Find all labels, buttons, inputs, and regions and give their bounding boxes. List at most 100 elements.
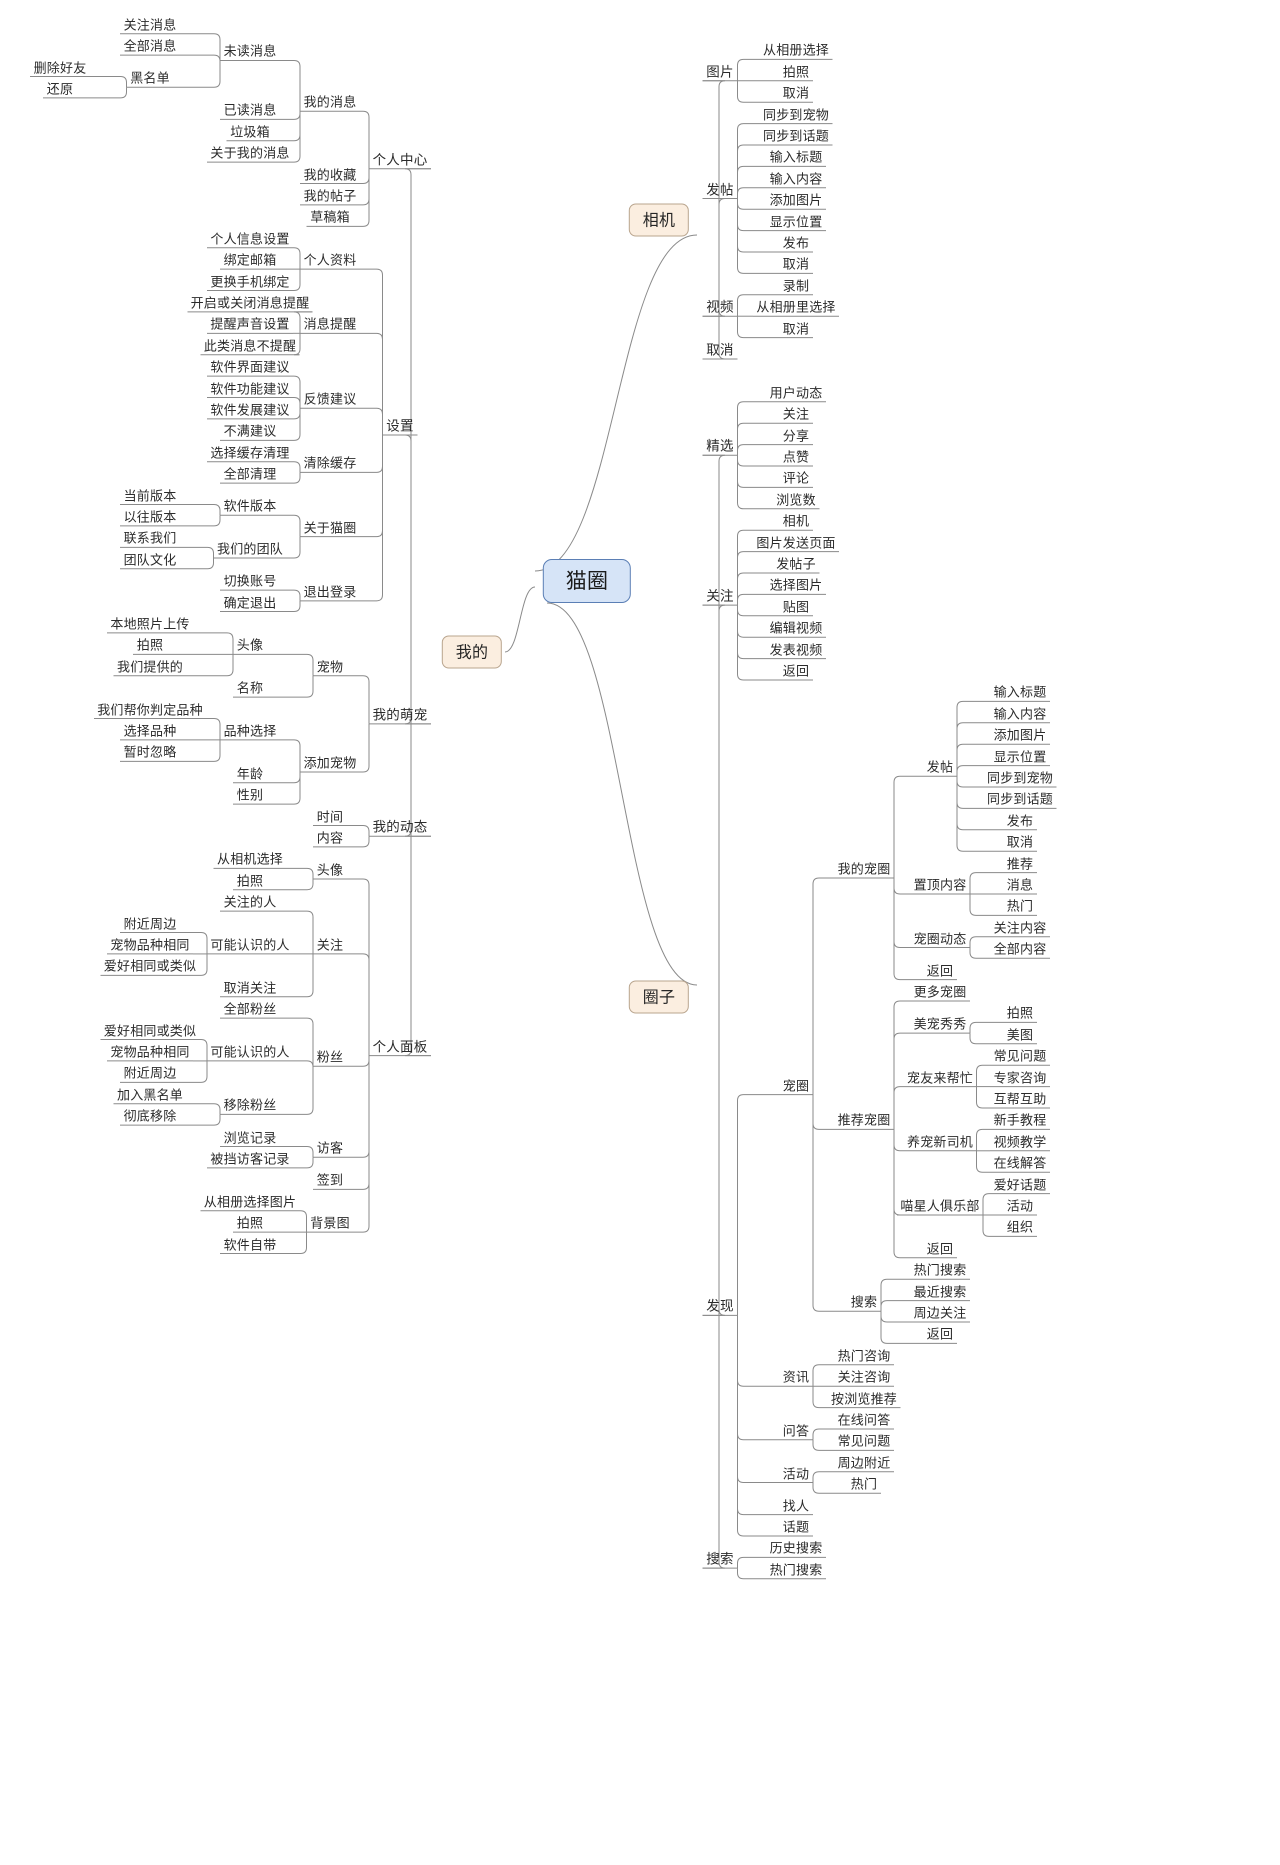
node-E5BC80E590AFE68896E585B3E997ADE6B688E681AFE68F90E98692[interactable]: 开启或关闭消息提醒 — [190, 296, 310, 312]
node-E68B8DE785A7[interactable]: 拍照 — [1006, 1006, 1034, 1022]
branch-camera[interactable]: 相机 — [628, 203, 690, 237]
node-E596B5E6989FE4BABAE4BFB1E4B990E983A8[interactable]: 喵星人俱乐部 — [900, 1199, 980, 1215]
node-E7BDAEE9A1B6E58685E5AEB9[interactable]: 置顶内容 — [913, 878, 967, 894]
node-E585A8E983A8E7B289E4B89D[interactable]: 全部粉丝 — [223, 1002, 277, 1018]
node-E585B3E6B3A8E79A84E4BABA[interactable]: 关注的人 — [223, 895, 277, 911]
node-E585BBE5AEA0E696B0E58FB8E69CBA[interactable]: 养宠新司机 — [906, 1135, 974, 1151]
node-E5A4B4E5838F[interactable]: 头像 — [316, 863, 344, 879]
node-E783ADE997A8[interactable]: 热门 — [1006, 899, 1034, 915]
node-E98089E68BA9E59BBEE78987[interactable]: 选择图片 — [769, 578, 823, 594]
node-E5AEA0E789A9E59381E7A78DE79BB8E5908C[interactable]: 宠物品种相同 — [110, 1045, 190, 1061]
node-E585A8E983A8E58685E5AEB9[interactable]: 全部内容 — [993, 942, 1047, 958]
node-E98089E68BA9E7BC93E5AD98E6B885E79086[interactable]: 选择缓存清理 — [210, 446, 290, 462]
node-E696B0E6898BE69599E7A88B[interactable]: 新手教程 — [993, 1113, 1047, 1129]
node-E788B1E5A5BDE79BB8E5908CE68896E7B1BBE4BCBC[interactable]: 爱好相同或类似 — [103, 959, 197, 975]
node-E58F8DE9A688E5BBBAE8AEAE[interactable]: 反馈建议 — [303, 392, 357, 408]
node-E68891E79A84E694B6E8978F[interactable]: 我的收藏 — [303, 168, 357, 184]
node-E585B3E6B3A8[interactable]: 关注 — [706, 588, 734, 605]
node-E5AEA0E58F8BE69DA5E5B8AEE5BF99[interactable]: 宠友来帮忙 — [906, 1071, 974, 1087]
node-E689BEE4BABA[interactable]: 找人 — [782, 1499, 810, 1515]
node-E69A82E697B6E5BFBDE795A5[interactable]: 暂时忽略 — [123, 745, 177, 761]
node-E5B8B8E8A781E997AEE9A298[interactable]: 常见问题 — [993, 1049, 1047, 1065]
node-E8BDAFE4BBB6E7958CE99DA2E5BBBAE8AEAE[interactable]: 软件界面建议 — [210, 360, 290, 376]
node-E585B3E4BA8EE78CABE59C88[interactable]: 关于猫圈 — [303, 521, 357, 537]
node-E4BA92E5B8AEE4BA92E58AA9[interactable]: 互帮互助 — [993, 1092, 1047, 1108]
branch-circle[interactable]: 圈子 — [628, 980, 690, 1014]
node-E58F96E6B688[interactable]: 取消 — [782, 322, 810, 338]
node-E58F96E6B688E585B3E6B3A8[interactable]: 取消关注 — [223, 981, 277, 997]
node-E697B6E997B4[interactable]: 时间 — [316, 810, 344, 826]
node-E8BDAFE4BBB6E78988E69CAC[interactable]: 软件版本 — [223, 499, 277, 515]
node-E58F91E5B896E5AD90[interactable]: 发帖子 — [776, 557, 816, 573]
node-E4BB8EE79BB8E5868CE98089E68BA9[interactable]: 从相册选择 — [762, 43, 830, 59]
node-E783ADE997A8[interactable]: 热门 — [850, 1477, 878, 1493]
node-E58F91E78EB0[interactable]: 发现 — [706, 1298, 734, 1315]
node-E783ADE997A8E6909CE7B4A2[interactable]: 热门搜索 — [769, 1563, 823, 1579]
node-E7BE8EE59BBE[interactable]: 美图 — [1006, 1028, 1034, 1044]
node-E88D89E7A8BFE7AEB1[interactable]: 草稿箱 — [310, 210, 350, 226]
node-E59CA8E7BABFE997AEE7AD94[interactable]: 在线问答 — [837, 1413, 891, 1429]
node-E997AEE7AD94[interactable]: 问答 — [782, 1424, 810, 1440]
node-E585B3E6B3A8E58685E5AEB9[interactable]: 关注内容 — [993, 921, 1047, 937]
node-E8BE93E585A5E6A087E9A298[interactable]: 输入标题 — [993, 685, 1047, 701]
node-E6909CE7B4A2[interactable]: 搜索 — [850, 1295, 878, 1311]
node-E4B8AAE4BABAE8B584E69699[interactable]: 个人资料 — [303, 253, 357, 269]
node-E8B584E8AEAF[interactable]: 资讯 — [782, 1370, 810, 1386]
node-E585B3E4BA8EE68891E79A84E6B688E681AF[interactable]: 关于我的消息 — [210, 146, 290, 162]
node-E788B1E5A5BDE79BB8E5908CE68896E7B1BBE4BCBC[interactable]: 爱好相同或类似 — [103, 1024, 197, 1040]
node-E591A8E8BEB9E99984E8BF91[interactable]: 周边附近 — [837, 1456, 891, 1472]
node-E68EA8E88D90E5AEA0E59C88[interactable]: 推荐宠圈 — [837, 1113, 891, 1129]
node-E58887E68DA2E8B4A6E58FB7[interactable]: 切换账号 — [223, 574, 277, 590]
node-E58886E4BAAB[interactable]: 分享 — [782, 429, 810, 445]
node-E4BB8EE79BB8E5868CE9878CE98089E68BA9[interactable]: 从相册里选择 — [756, 300, 836, 316]
node-E68891E4BBACE68F90E4BE9BE79A84[interactable]: 我们提供的 — [116, 660, 184, 676]
node-E8AEBEE7BDAE[interactable]: 设置 — [386, 418, 414, 435]
node-E698BEE7A4BAE4BD8DE7BDAE[interactable]: 显示位置 — [993, 750, 1047, 766]
node-E68C89E6B58FE8A788E68EA8E88D90[interactable]: 按浏览推荐 — [830, 1392, 898, 1408]
node-E8838CE699AFE59BBE[interactable]: 背景图 — [310, 1216, 350, 1232]
node-E5908CE6ADA5E588B0E5AEA0E789A9[interactable]: 同步到宠物 — [986, 771, 1054, 787]
node-E68891E4BBACE5B8AEE4BDA0E588A4E5AE9AE59381E7A78D[interactable]: 我们帮你判定品种 — [97, 703, 203, 719]
node-E59BBEE78987[interactable]: 图片 — [706, 64, 734, 81]
node-E8BDAFE4BBB6E887AAE5B8A6[interactable]: 软件自带 — [223, 1238, 277, 1254]
node-E58F91E5B896[interactable]: 发帖 — [706, 182, 734, 198]
node-E591A8E8BEB9E585B3E6B3A8[interactable]: 周边关注 — [913, 1306, 967, 1322]
node-E59381E7A78DE98089E68BA9[interactable]: 品种选择 — [223, 724, 277, 740]
node-E5BDBBE5BA95E7A7BBE999A4[interactable]: 彻底移除 — [123, 1109, 177, 1125]
node-E788B1E5A5BDE8AF9DE9A298[interactable]: 爱好话题 — [993, 1178, 1047, 1194]
node-E8BDAFE4BBB6E58F91E5B195E5BBBAE8AEAE[interactable]: 软件发展建议 — [210, 403, 290, 419]
node-E68891E79A84E8908CE5AEA0[interactable]: 我的萌宠 — [372, 707, 428, 724]
node-E68B8DE785A7[interactable]: 拍照 — [782, 65, 810, 81]
node-E7BB84E7BB87[interactable]: 组织 — [1006, 1220, 1034, 1236]
node-E59CA8E7BABFE8A7A3E7AD94[interactable]: 在线解答 — [993, 1156, 1047, 1172]
node-E6B58FE8A788E695B0[interactable]: 浏览数 — [776, 493, 816, 509]
node-E8BF94E59B9E[interactable]: 返回 — [782, 664, 810, 680]
node-E58F96E6B688[interactable]: 取消 — [782, 257, 810, 273]
node-E8AEBFE5AEA2[interactable]: 访客 — [316, 1141, 344, 1157]
node-E58AA0E585A5E9BB91E5908DE58D95[interactable]: 加入黑名单 — [116, 1088, 184, 1104]
node-E5B8B8E8A781E997AEE9A298[interactable]: 常见问题 — [837, 1434, 891, 1450]
node-E8AF9DE9A298[interactable]: 话题 — [782, 1520, 810, 1536]
node-E58FAFE883BDE8AEA4E8AF86E79A84E4BABA[interactable]: 可能认识的人 — [210, 938, 290, 954]
node-E69CACE59CB0E785A7E78987E4B88AE4BCA0[interactable]: 本地照片上传 — [110, 617, 190, 633]
node-E7BE8EE5AEA0E7A780E7A780[interactable]: 美宠秀秀 — [913, 1017, 967, 1033]
node-E58F91E8A1A8E8A786E9A291[interactable]: 发表视频 — [769, 643, 823, 659]
node-E8AF84E8AEBA[interactable]: 评论 — [782, 471, 810, 487]
root-node[interactable]: 猫圈 — [542, 559, 632, 603]
node-E5908DE7A7B0[interactable]: 名称 — [236, 681, 264, 697]
node-E58F91E5B883[interactable]: 发布 — [782, 236, 810, 252]
node-E6B4BBE58AA8[interactable]: 活动 — [1006, 1199, 1034, 1215]
node-E58F91E5B883[interactable]: 发布 — [1006, 814, 1034, 830]
node-E6B4BBE58AA8[interactable]: 活动 — [782, 1467, 810, 1482]
node-E68B8DE785A7[interactable]: 拍照 — [236, 1216, 264, 1232]
node-E588A0E999A4E5A5BDE58F8B[interactable]: 删除好友 — [33, 61, 87, 77]
node-E68B8DE785A7[interactable]: 拍照 — [236, 874, 264, 890]
node-E5908CE6ADA5E588B0E5AEA0E789A9[interactable]: 同步到宠物 — [762, 108, 830, 124]
node-E8BE93E585A5E6A087E9A298[interactable]: 输入标题 — [769, 150, 823, 166]
node-E68891E79A84E6B688E681AF[interactable]: 我的消息 — [303, 95, 357, 111]
node-E8BF94E59B9E[interactable]: 返回 — [926, 1242, 954, 1258]
node-E68891E79A84E58AA8E68081[interactable]: 我的动态 — [372, 819, 428, 836]
node-E4B8AAE4BABAE4BFA1E681AFE8AEBEE7BDAE[interactable]: 个人信息设置 — [210, 232, 290, 248]
node-E783ADE997A8E6909CE7B4A2[interactable]: 热门搜索 — [913, 1263, 967, 1279]
node-E8A786E9A291E69599E5ADA6[interactable]: 视频教学 — [993, 1135, 1047, 1151]
